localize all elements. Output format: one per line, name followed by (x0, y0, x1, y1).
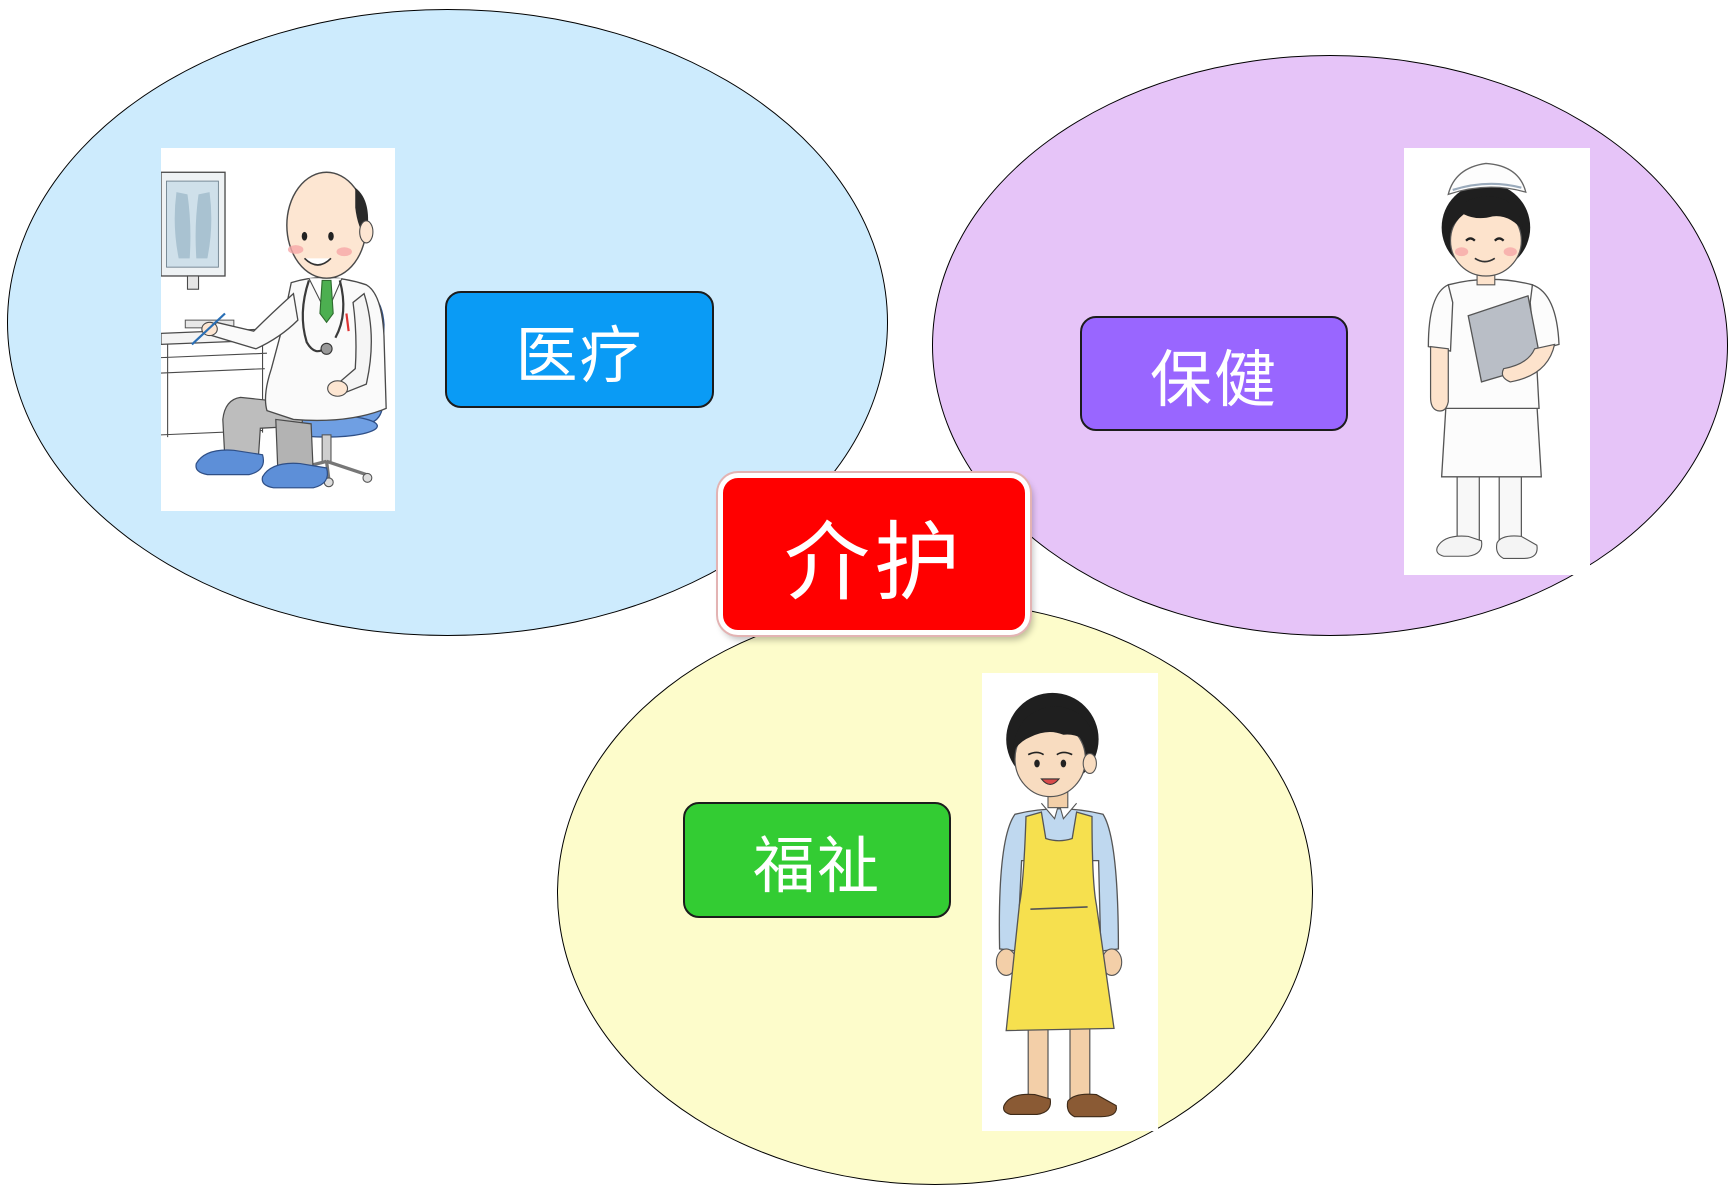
caregiver-drawing (982, 673, 1158, 1131)
clipboard (1467, 294, 1556, 383)
doctor-legs (195, 396, 329, 489)
nurse-illustration (1404, 148, 1590, 575)
caregiver-illustration (982, 673, 1158, 1131)
doctor-illustration (161, 148, 395, 511)
yellow-apron (1005, 811, 1115, 1032)
caregiver-legs (1003, 1023, 1117, 1118)
nurse-drawing (1404, 148, 1590, 575)
doctor-drawing (161, 148, 395, 511)
xray-monitor (161, 171, 226, 290)
doctor-coat (191, 276, 387, 422)
caregiver-head (1006, 692, 1099, 820)
health-label: 保健 (1080, 316, 1348, 431)
welfare-label: 福祉 (683, 802, 951, 918)
doctor-head (286, 171, 374, 279)
medical-label: 医疗 (445, 291, 714, 408)
care-center-label: 介护 (718, 473, 1030, 635)
nurse-legs (1436, 472, 1538, 560)
nurse-head (1441, 162, 1531, 286)
